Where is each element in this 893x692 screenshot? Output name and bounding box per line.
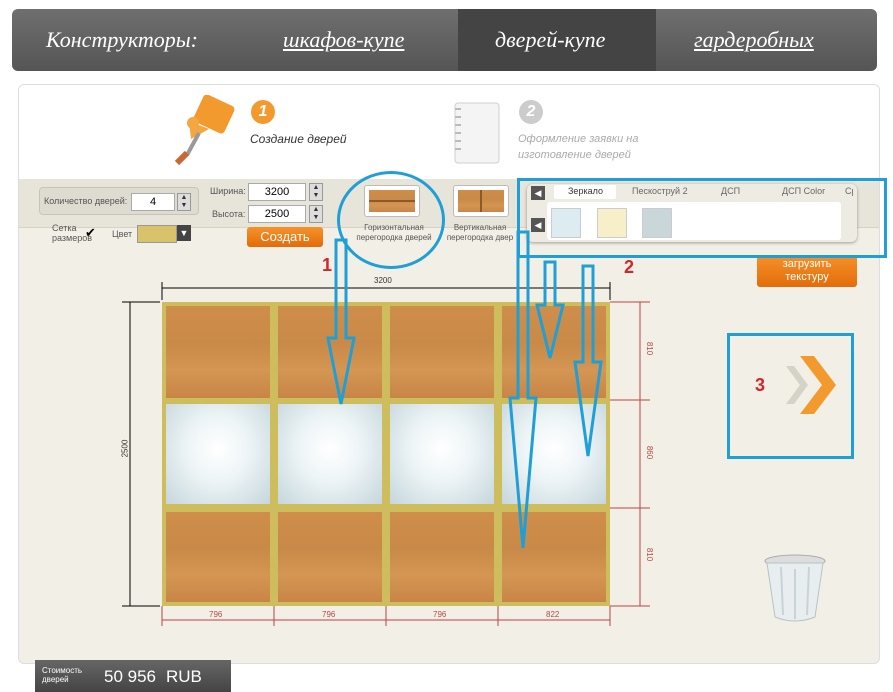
door-4-pane-3[interactable]	[502, 512, 606, 602]
height-input[interactable]: 2500	[248, 205, 306, 223]
doors-count-label: Количество дверей:	[44, 196, 128, 206]
tabs-prev-button[interactable]: ◀	[531, 186, 545, 200]
cost-currency: RUB	[166, 667, 202, 686]
material-swatch-2[interactable]	[597, 208, 627, 238]
door-2-pane-2[interactable]	[278, 404, 382, 504]
color-dropdown-icon[interactable]: ▼	[177, 225, 191, 241]
height-label: Высота:	[212, 209, 246, 219]
vertical-partition-button[interactable]	[453, 185, 509, 217]
dim-bottom-2: 796	[322, 610, 336, 619]
trash-can-icon[interactable]	[763, 553, 829, 625]
door-3-pane-2[interactable]	[390, 404, 494, 504]
nav-link-dressing-rooms[interactable]: гардеробных	[694, 27, 814, 52]
dim-bottom-3: 796	[433, 610, 447, 619]
width-label: Ширина:	[210, 186, 246, 196]
width-input[interactable]: 3200	[248, 183, 306, 201]
tab-active-bg	[554, 185, 616, 199]
step1-badge: 1	[251, 100, 275, 124]
highlight-partition-circle	[337, 171, 445, 269]
steps-header: 1 Создание дверей 2 Оформление заявки на…	[19, 85, 879, 179]
tab-sandblast[interactable]: Пескоструй 2	[632, 186, 688, 196]
create-button[interactable]: Создать	[247, 227, 323, 247]
width-stepper[interactable]: ▲▼	[309, 183, 323, 201]
annotation-1: 1	[322, 255, 333, 275]
material-swatch-3[interactable]	[642, 208, 672, 238]
highlight-materials-box	[517, 178, 887, 258]
materials-panel: ◀ Зеркало Пескоструй 2 ДСП ДСП Color Ср …	[527, 184, 857, 242]
step2-badge: 2	[519, 100, 543, 124]
grid-checkbox[interactable]: ✔	[85, 225, 96, 240]
tab-dsp[interactable]: ДСП	[721, 186, 741, 196]
step2-label-line2: изготовление дверей	[518, 149, 631, 161]
dim-bottom-4: 822	[546, 610, 560, 619]
tab-mirror[interactable]: Зеркало	[568, 186, 603, 196]
door-1-pane-2[interactable]	[166, 404, 270, 504]
annotation-3: 3	[755, 375, 766, 395]
tab-more[interactable]: Ср	[845, 186, 853, 196]
next-arrow-icon[interactable]	[782, 350, 838, 420]
step2-label-line1: Оформление заявки на	[518, 133, 639, 145]
nav-label: Конструкторы:	[46, 27, 198, 52]
swatches-prev-button[interactable]: ◀	[531, 218, 545, 232]
constructor-nav: Конструкторы: шкафов-купе дверей-купе га…	[12, 9, 877, 71]
color-swatch[interactable]	[137, 225, 177, 243]
highlight-next-box	[727, 333, 854, 459]
dim-bottom-1: 796	[209, 610, 223, 619]
dim-total-width: 3200	[374, 276, 392, 285]
nav-link-wardrobes[interactable]: шкафов-купе	[283, 27, 405, 52]
door-3-pane-1[interactable]	[390, 306, 494, 398]
annotation-2: 2	[624, 257, 635, 277]
paint-roller-icon	[174, 95, 235, 166]
door-1-pane-1[interactable]	[166, 306, 270, 398]
nav-link-doors[interactable]: дверей-купе	[495, 27, 606, 52]
doors-count-input[interactable]: 4	[131, 193, 175, 211]
nav-active-bg	[458, 9, 656, 71]
height-stepper[interactable]: ▲▼	[309, 205, 323, 223]
color-label: Цвет	[112, 229, 133, 239]
tab-dsp-color[interactable]: ДСП Color	[782, 186, 826, 196]
cost-value: 50 956	[104, 667, 156, 686]
swatches-strip	[547, 202, 841, 240]
notepad-icon	[454, 102, 500, 164]
step1-label: Создание дверей	[250, 132, 347, 146]
door-3-pane-3[interactable]	[390, 512, 494, 602]
material-swatch-1[interactable]	[551, 208, 581, 238]
door-1-pane-3[interactable]	[166, 512, 270, 602]
doors-count-stepper[interactable]: ▲▼	[177, 193, 191, 211]
door-2-pane-3[interactable]	[278, 512, 382, 602]
